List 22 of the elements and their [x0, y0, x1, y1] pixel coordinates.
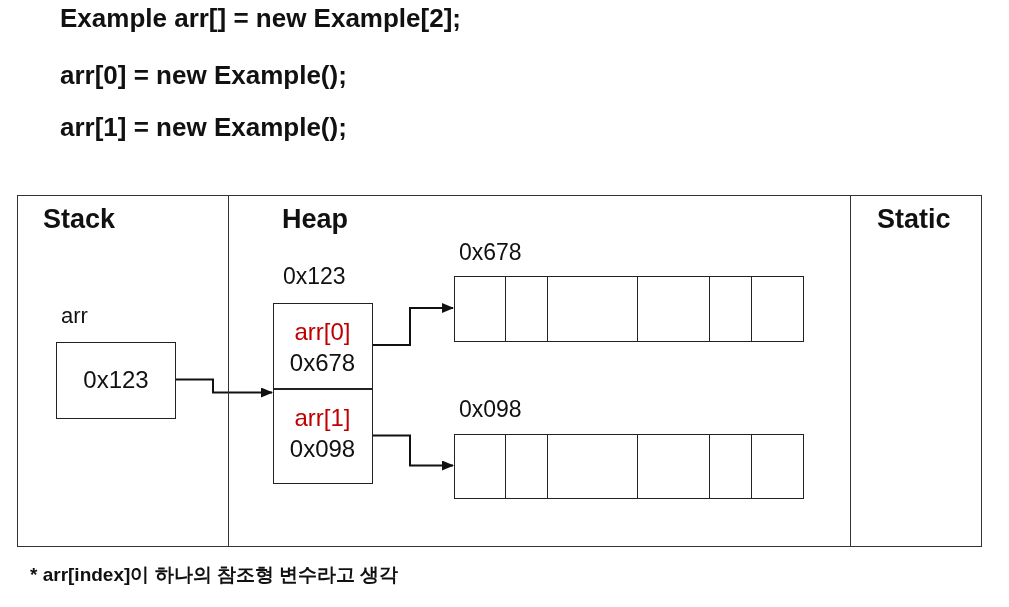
section-heading: Heap: [282, 204, 349, 235]
code-line: Example arr[] = new Example[2];: [60, 3, 461, 34]
variable-box: 0x123: [56, 342, 176, 419]
address-label: 0x123: [283, 263, 346, 290]
memory-area-panel: [17, 195, 229, 547]
arrow: [371, 303, 454, 346]
section-heading: Stack: [43, 204, 116, 235]
index-label: arr[1]: [294, 402, 351, 433]
variable-name: arr: [61, 303, 88, 329]
address-label: 0x678: [459, 239, 522, 266]
address-text: 0x098: [289, 433, 356, 464]
code-line: arr[1] = new Example();: [60, 112, 347, 143]
arrow: [371, 434, 454, 471]
note-text: * arr[index]이 하나의 참조형 변수라고 생각: [30, 563, 399, 587]
memory-area-panel: [850, 195, 982, 547]
index-label: arr[0]: [294, 316, 351, 347]
address-text: 0x678: [289, 347, 356, 378]
code-line: arr[0] = new Example();: [60, 60, 347, 91]
memory-area-panel: [228, 195, 851, 547]
arrow: [174, 378, 273, 398]
address-label: 0x098: [459, 396, 522, 423]
section-heading: Static: [877, 204, 951, 235]
